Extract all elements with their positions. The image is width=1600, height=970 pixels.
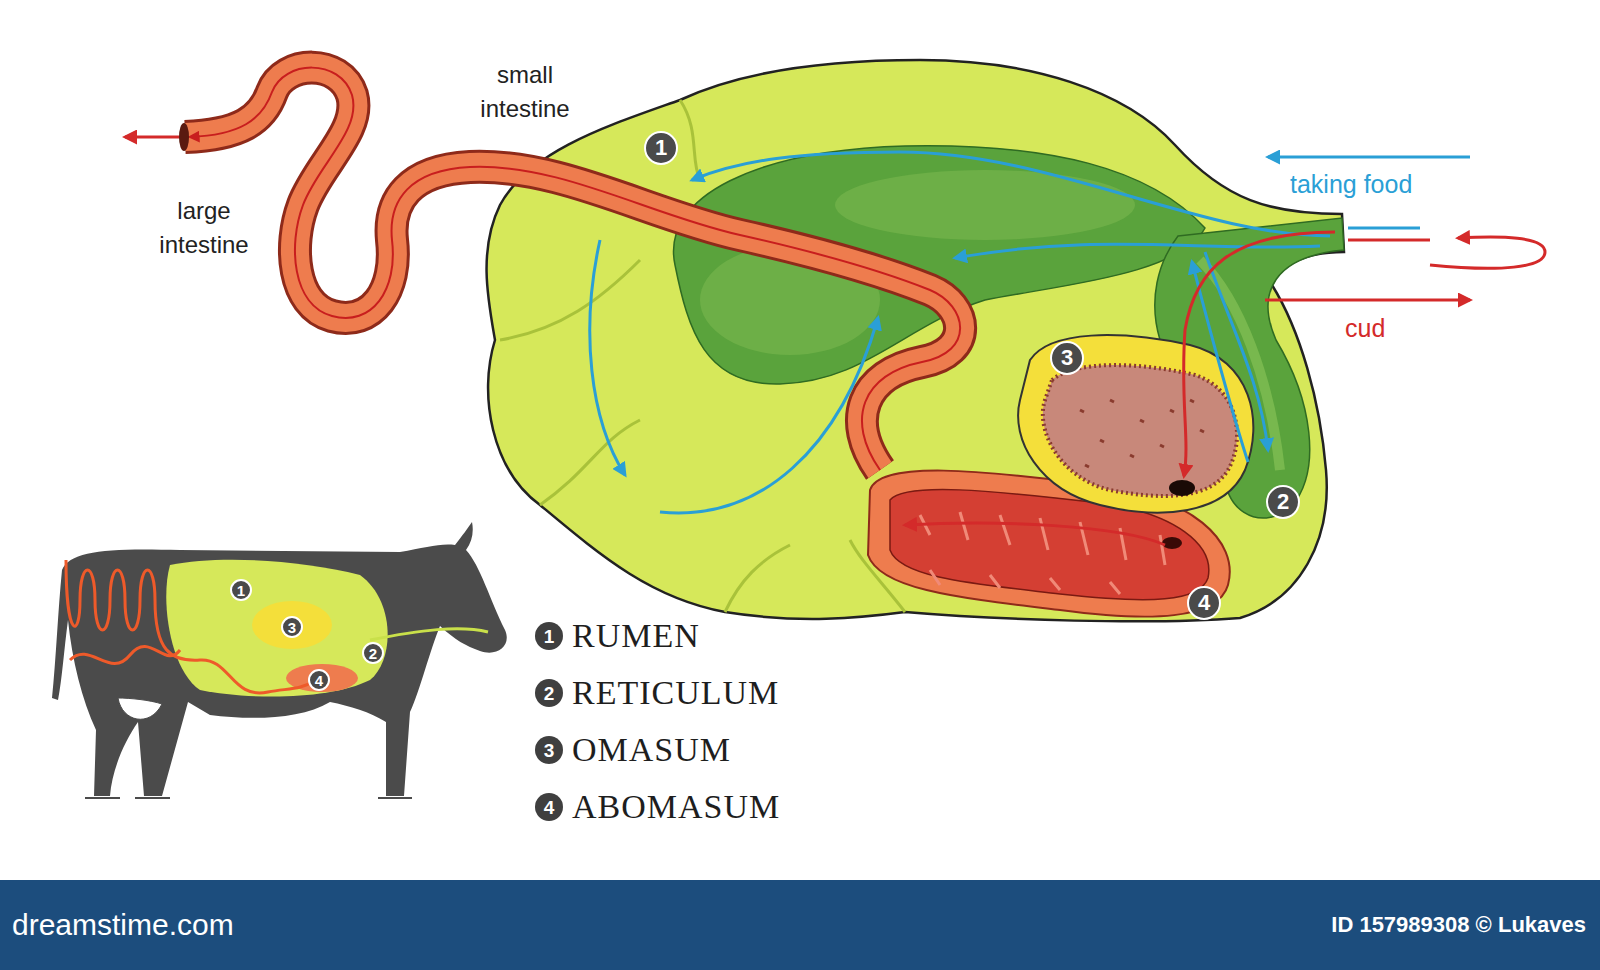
cow-esophagus: [370, 629, 488, 640]
legend-marker: 4: [535, 793, 563, 821]
flow-arrow: [905, 523, 1165, 545]
mucosa-texture: [835, 170, 1135, 240]
callout-text: 3: [1061, 347, 1073, 369]
cow-intestine: [70, 646, 180, 663]
cow-rumen: [166, 560, 387, 697]
legend-marker: 2: [535, 679, 563, 707]
legend-number: 1: [544, 627, 555, 646]
cow-intestine: [66, 560, 316, 693]
omasum-inner: [1043, 365, 1237, 496]
legend-number: 3: [544, 741, 555, 760]
cow-omasum: [252, 601, 332, 649]
legend-text: OMASUM: [572, 731, 731, 768]
callout-number: 3: [1050, 341, 1084, 375]
callout-number: 2: [1266, 485, 1300, 519]
ground-tuft: [85, 797, 412, 799]
exit-arrow: [125, 136, 180, 139]
cud-arrow: [1265, 299, 1470, 302]
abomasum-shape: [868, 471, 1230, 617]
reticulum-shape: [1155, 218, 1344, 518]
flow-arrow: [1192, 262, 1248, 462]
legend-text: ABOMASUM: [572, 788, 780, 825]
callout-text: 1: [237, 583, 245, 598]
flow-arrow: [692, 152, 1330, 236]
part-label: small intestine: [460, 58, 590, 125]
intestine-opening: [179, 123, 189, 151]
cud-flow-arrows: [905, 232, 1545, 545]
flow-label: taking food: [1290, 167, 1412, 202]
cud-loop-arrow: [1430, 237, 1545, 268]
cow-udder: [118, 698, 162, 719]
intestine-tube: [185, 68, 960, 470]
callout-text: 4: [315, 673, 323, 688]
legend-text: RUMEN: [572, 617, 700, 654]
part-label: large intestine: [139, 194, 269, 261]
taking-food-arrow: [1268, 156, 1470, 159]
flow-arrow: [955, 244, 1320, 258]
watermark: dreamstime.com: [12, 904, 234, 946]
food-flow-arrows: [590, 152, 1470, 513]
legend-marker: 3: [535, 736, 563, 764]
esophagus-food-line: [1348, 227, 1420, 230]
abomasum-opening: [1162, 537, 1182, 549]
intestine-flow-arrow: [190, 68, 960, 470]
legend-marker: 1: [535, 622, 563, 650]
legend-number: 2: [544, 684, 555, 703]
flow-arrow: [660, 318, 878, 513]
legend-number: 4: [544, 798, 555, 817]
flow-arrow: [590, 240, 625, 475]
callout-text: 4: [1198, 592, 1210, 614]
callout-text: 2: [1277, 491, 1289, 513]
callout-number: 4: [308, 669, 330, 691]
flow-label: cud: [1345, 311, 1385, 346]
watermark: ID 157989308 © Lukaves: [1331, 910, 1586, 941]
omasum-opening: [1169, 480, 1195, 496]
callout-number: 2: [362, 642, 384, 664]
callout-text: 2: [369, 646, 377, 661]
legend-text: RETICULUM: [572, 674, 779, 711]
callout-number: 3: [281, 616, 303, 638]
rumen-shape: [487, 60, 1344, 621]
footer-bar: [0, 880, 1600, 970]
cow-silhouette: [52, 522, 507, 796]
callout-number: 1: [644, 131, 678, 165]
callout-text: 3: [288, 620, 296, 635]
callout-number: 1: [230, 579, 252, 601]
flow-arrow: [1184, 232, 1335, 476]
esophagus-cud-line: [1348, 239, 1430, 242]
intestine-outline: [185, 68, 960, 470]
callout-number: 4: [1187, 586, 1221, 620]
callout-text: 1: [655, 137, 667, 159]
